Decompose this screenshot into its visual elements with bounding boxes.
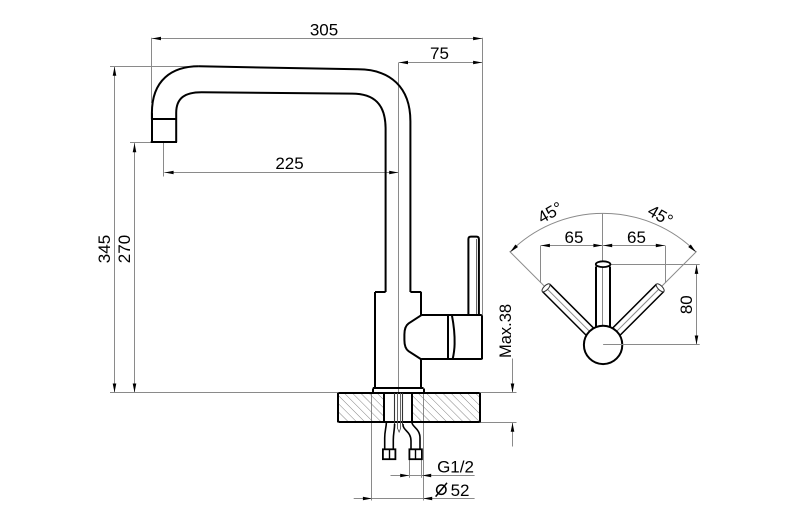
svg-text:65: 65 (627, 228, 646, 247)
svg-text:270: 270 (115, 235, 134, 263)
svg-text:80: 80 (677, 295, 696, 314)
svg-text:52: 52 (451, 481, 470, 500)
svg-text:305: 305 (310, 21, 338, 40)
svg-text:Max.38: Max.38 (497, 304, 515, 358)
svg-text:345: 345 (95, 235, 114, 263)
svg-text:G1/2: G1/2 (437, 458, 474, 477)
svg-text:75: 75 (430, 44, 449, 63)
svg-text:225: 225 (275, 154, 303, 173)
svg-text:65: 65 (565, 228, 584, 247)
